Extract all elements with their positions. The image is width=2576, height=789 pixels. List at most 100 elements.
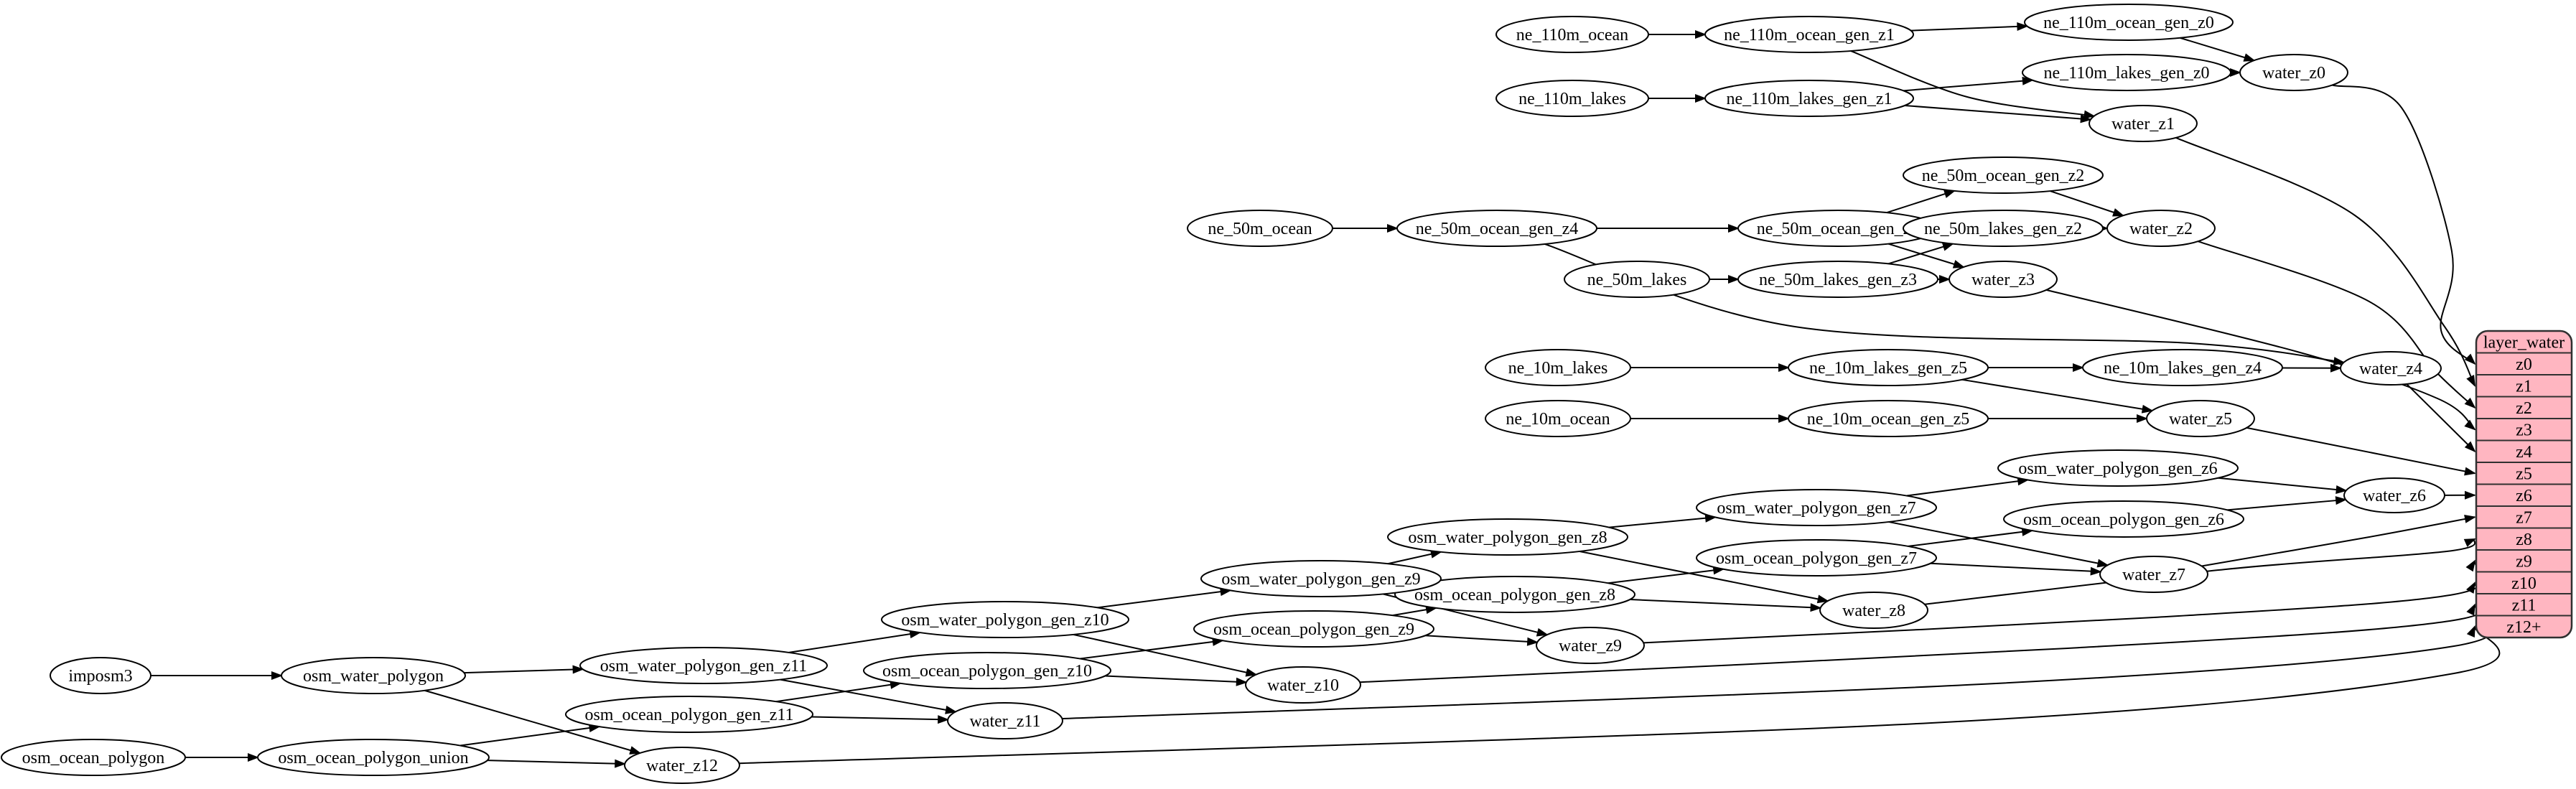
node-shape-ne_10m_lakes_gen_z4 <box>2082 349 2283 386</box>
node-shape-ne_10m_ocean <box>1485 400 1631 437</box>
edge-osm_ocean_polygon_gen_z8--water_z8 <box>1630 599 1822 612</box>
node-label-ne_110m_ocean_gen_z1: ne_110m_ocean_gen_z1 <box>1724 26 1895 45</box>
node-shape-osm_water_polygon_gen_z8 <box>1387 518 1628 556</box>
node-shape-osm_ocean_polygon_gen_z11 <box>565 696 813 733</box>
node-osm_water_polygon_gen_z10: osm_water_polygon_gen_z10 <box>881 601 1129 638</box>
node-ne_50m_ocean_gen_z3: ne_50m_ocean_gen_z3 <box>1737 210 1938 247</box>
node-shape-imposm3 <box>50 657 151 694</box>
edge-osm_ocean_polygon_gen_z7--osm_ocean_polygon_gen_z6 <box>1908 527 2034 547</box>
node-shape-osm_ocean_polygon_gen_z8 <box>1394 576 1635 613</box>
edge-osm_water_polygon_gen_z11--water_z11 <box>780 678 957 714</box>
node-shape-water_z3 <box>1949 261 2058 298</box>
node-water_z3: water_z3 <box>1949 261 2058 298</box>
node-label-ne_10m_lakes_gen_z5: ne_10m_lakes_gen_z5 <box>1809 359 1967 378</box>
node-shape-osm_water_polygon <box>281 657 466 694</box>
node-water_z1: water_z1 <box>2089 105 2198 142</box>
node-osm_ocean_polygon_gen_z9: osm_ocean_polygon_gen_z9 <box>1193 610 1434 648</box>
edge-ne_50m_ocean_gen_z2--water_z2 <box>2050 190 2125 217</box>
node-ne_110m_ocean: ne_110m_ocean <box>1495 16 1649 53</box>
node-shape-water_z2 <box>2106 210 2216 247</box>
node-water_z11: water_z11 <box>947 702 1063 739</box>
node-shape-ne_10m_ocean_gen_z5 <box>1788 400 1989 437</box>
edge-osm_ocean_polygon_gen_z6--water_z6 <box>2227 496 2348 511</box>
table-row-z1: z1 <box>2516 377 2532 396</box>
node-label-osm_water_polygon_gen_z11: osm_water_polygon_gen_z11 <box>600 657 807 676</box>
node-label-ne_110m_ocean_gen_z0: ne_110m_ocean_gen_z0 <box>2043 14 2214 32</box>
node-label-water_z1: water_z1 <box>2111 115 2175 134</box>
node-shape-water_z6 <box>2343 477 2445 513</box>
node-label-water_z2: water_z2 <box>2129 220 2193 238</box>
edge-ne_110m_lakes_gen_z1--ne_110m_lakes_gen_z0 <box>1903 76 2034 92</box>
node-label-ne_50m_ocean_gen_z4: ne_50m_ocean_gen_z4 <box>1416 220 1579 238</box>
edge-water_z1--layer_water-z1 <box>2175 136 2475 388</box>
table-layer_water: layer_waterz0z1z2z3z4z5z6z7z8z9z10z11z12… <box>2475 330 2573 639</box>
node-osm_ocean_polygon_gen_z10: osm_ocean_polygon_gen_z10 <box>863 652 1111 689</box>
node-ne_10m_lakes_gen_z4: ne_10m_lakes_gen_z4 <box>2082 349 2283 386</box>
node-osm_ocean_polygon: osm_ocean_polygon <box>1 739 186 776</box>
table-row-z6: z6 <box>2516 487 2532 505</box>
node-label-ne_10m_lakes_gen_z4: ne_10m_lakes_gen_z4 <box>2104 359 2262 378</box>
node-label-osm_ocean_polygon_gen_z11: osm_ocean_polygon_gen_z11 <box>584 706 793 724</box>
node-label-water_z3: water_z3 <box>1971 271 2035 289</box>
table-row-z10: z10 <box>2511 574 2537 593</box>
node-label-osm_water_polygon_gen_z10: osm_water_polygon_gen_z10 <box>901 611 1109 630</box>
node-shape-water_z5 <box>2146 400 2255 437</box>
node-shape-osm_water_polygon_gen_z7 <box>1696 489 1937 526</box>
node-ne_50m_ocean: ne_50m_ocean <box>1187 210 1333 247</box>
node-shape-osm_ocean_polygon_union <box>257 739 490 776</box>
edge-osm_ocean_polygon_union--water_z12 <box>487 759 627 768</box>
node-osm_water_polygon_gen_z7: osm_water_polygon_gen_z7 <box>1696 489 1937 526</box>
node-label-osm_water_polygon_gen_z8: osm_water_polygon_gen_z8 <box>1408 528 1607 547</box>
node-shape-ne_10m_lakes_gen_z5 <box>1788 349 1989 386</box>
node-shape-osm_water_polygon_gen_z6 <box>1997 449 2239 487</box>
edge-osm_ocean_polygon_gen_z9--water_z9 <box>1425 635 1539 646</box>
node-shape-water_z1 <box>2089 105 2198 142</box>
node-ne_50m_ocean_gen_z4: ne_50m_ocean_gen_z4 <box>1396 210 1597 247</box>
node-shape-ne_50m_lakes <box>1564 261 1710 298</box>
node-shape-water_z4 <box>2340 351 2442 386</box>
node-label-water_z12: water_z12 <box>646 757 718 775</box>
node-ne_10m_ocean_gen_z5: ne_10m_ocean_gen_z5 <box>1788 400 1989 437</box>
node-label-water_z7: water_z7 <box>2122 566 2185 584</box>
node-shape-osm_water_polygon_gen_z11 <box>579 647 828 684</box>
node-label-osm_ocean_polygon_union: osm_ocean_polygon_union <box>278 749 468 767</box>
node-shape-osm_ocean_polygon_gen_z7 <box>1696 539 1937 576</box>
node-shape-ne_50m_lakes_gen_z3 <box>1737 261 1938 298</box>
node-osm_water_polygon_gen_z6: osm_water_polygon_gen_z6 <box>1997 449 2239 487</box>
node-water_z2: water_z2 <box>2106 210 2216 247</box>
node-ne_10m_ocean: ne_10m_ocean <box>1485 400 1631 437</box>
node-shape-water_z12 <box>624 747 740 784</box>
edge-osm_ocean_polygon_gen_z10--water_z10 <box>1105 675 1248 686</box>
node-ne_110m_lakes_gen_z0: ne_110m_lakes_gen_z0 <box>2022 54 2231 91</box>
edge-osm_ocean_polygon_gen_z8--osm_ocean_polygon_gen_z7 <box>1607 566 1725 584</box>
node-label-ne_10m_ocean_gen_z5: ne_10m_ocean_gen_z5 <box>1807 410 1970 429</box>
node-shape-osm_ocean_polygon_gen_z10 <box>863 652 1111 689</box>
edge-ne_110m_ocean_gen_z1--water_z1 <box>1850 50 2096 119</box>
node-label-water_z8: water_z8 <box>1842 602 1905 620</box>
node-water_z12: water_z12 <box>624 747 740 784</box>
node-ne_10m_lakes: ne_10m_lakes <box>1485 349 1631 386</box>
edge-water_z8--layer_water-z8 <box>1924 538 2476 605</box>
node-label-water_z4: water_z4 <box>2359 360 2422 378</box>
node-osm_water_polygon_gen_z9: osm_water_polygon_gen_z9 <box>1200 560 1442 597</box>
node-shape-osm_ocean_polygon_gen_z6 <box>2003 500 2244 538</box>
edge-ne_50m_ocean_gen_z3--water_z3 <box>1887 243 1965 269</box>
edge-osm_ocean_polygon_gen_z9--osm_ocean_polygon_gen_z8 <box>1392 605 1438 617</box>
node-osm_ocean_polygon_gen_z8: osm_ocean_polygon_gen_z8 <box>1394 576 1635 613</box>
node-label-osm_water_polygon_gen_z6: osm_water_polygon_gen_z6 <box>2018 459 2217 478</box>
edge-osm_ocean_polygon_gen_z10--osm_ocean_polygon_gen_z9 <box>1080 638 1224 660</box>
node-label-ne_50m_lakes_gen_z2: ne_50m_lakes_gen_z2 <box>1924 220 2082 238</box>
node-ne_110m_lakes_gen_z1: ne_110m_lakes_gen_z1 <box>1704 80 1914 117</box>
node-ne_110m_ocean_gen_z1: ne_110m_ocean_gen_z1 <box>1704 16 1914 53</box>
edge-ne_110m_ocean_gen_z0--water_z0 <box>2180 37 2256 62</box>
table-row-z8: z8 <box>2516 531 2532 549</box>
node-label-ne_110m_lakes_gen_z1: ne_110m_lakes_gen_z1 <box>1726 90 1892 108</box>
node-label-osm_water_polygon_gen_z7: osm_water_polygon_gen_z7 <box>1717 499 1915 518</box>
node-ne_50m_lakes_gen_z2: ne_50m_lakes_gen_z2 <box>1903 210 2104 247</box>
edge-ne_110m_ocean_gen_z1--ne_110m_ocean_gen_z0 <box>1910 22 2029 32</box>
node-ne_50m_lakes: ne_50m_lakes <box>1564 261 1710 298</box>
node-shape-osm_ocean_polygon_gen_z9 <box>1193 610 1434 648</box>
edge-water_z7--layer_water-z7 <box>2201 514 2476 567</box>
